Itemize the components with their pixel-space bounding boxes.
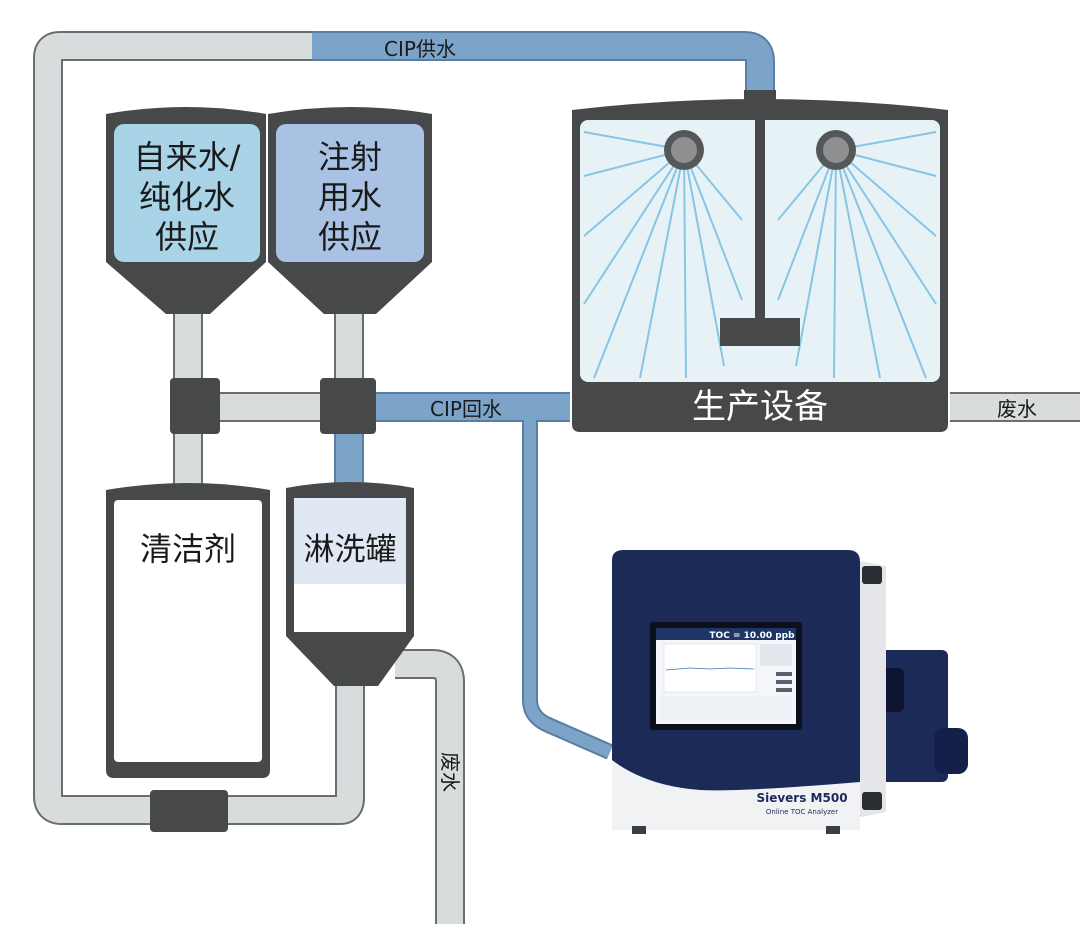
tank-detergent: 清洁剂	[106, 483, 270, 778]
waste-right-label: 废水	[997, 397, 1037, 421]
cip-supply-label: CIP供水	[384, 37, 456, 61]
pipe-sample-line	[522, 420, 614, 760]
tank-tap-water-line-2: 纯化水	[139, 178, 235, 216]
waste-vertical-label: 废水	[438, 752, 462, 792]
tank-tap-water-line-1: 自来水/	[134, 138, 241, 176]
analyzer-brand-model: Sievers M500	[756, 791, 847, 805]
detergent-label: 清洁剂	[140, 530, 236, 568]
pipe-fitting-bottom	[150, 790, 228, 832]
cip-return-label: CIP回水	[430, 397, 502, 421]
production-equipment: 生产设备	[572, 90, 948, 432]
tank-injection-water-line-1: 注射	[318, 138, 382, 176]
rinse-tank-label: 淋洗罐	[304, 532, 397, 568]
toc-analyzer: TOC = 10.00 ppb Sievers M500 Online TOC …	[612, 550, 968, 834]
tank-tap-water: 自来水/ 纯化水 供应	[106, 107, 266, 314]
agitator-blade	[720, 318, 800, 346]
spray-lines	[583, 131, 937, 379]
tank-rinse: 淋洗罐	[286, 482, 414, 686]
pipe-fitting-right	[320, 378, 376, 434]
analyzer-subtitle: Online TOC Analyzer	[766, 808, 838, 816]
agitator-shaft	[755, 120, 765, 320]
tank-injection-water-line-2: 用水	[318, 178, 382, 216]
pipes	[33, 31, 1080, 924]
analyzer-screen-reading: TOC = 10.00 ppb	[709, 631, 795, 641]
equipment-label: 生产设备	[692, 387, 828, 427]
tank-tap-water-line-3: 供应	[155, 218, 219, 256]
tank-injection-water: 注射 用水 供应	[268, 107, 432, 314]
tank-injection-water-line-3: 供应	[318, 218, 382, 256]
